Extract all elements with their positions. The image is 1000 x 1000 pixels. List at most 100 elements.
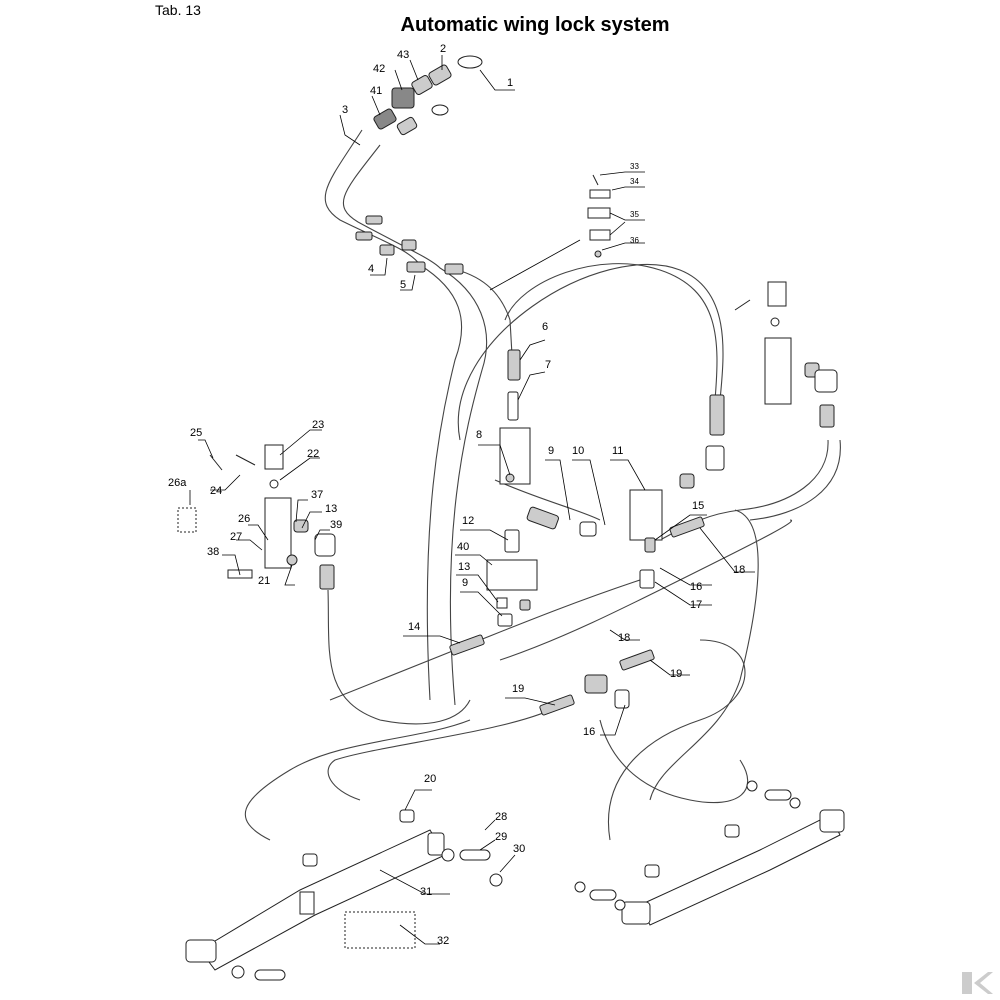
plug-21 [286,554,298,566]
callout-1: 1 [507,77,513,89]
callout-3: 3 [342,104,348,116]
fitting-12 [504,529,520,553]
fitting-5b [444,263,464,275]
fitting-16b [614,689,630,709]
callout-37: 37 [311,489,323,501]
hose-loop-top-2 [457,264,724,441]
hose-end-a [355,231,373,241]
callout-18a: 18 [733,564,745,576]
fitting-b [396,116,418,136]
leader-lines [189,55,755,945]
bracket-35a [587,207,611,219]
callout-24: 24 [210,485,222,497]
elbow-39 [314,533,336,557]
elbow-20 [399,809,415,823]
callout-11: 11 [612,445,623,457]
clevis-right-top [819,809,845,833]
callout-33: 33 [630,162,639,171]
cylinder-26 [264,497,292,569]
hose-end-left [319,564,335,590]
cylinder-body-right [764,337,792,405]
hose-right-cyl-2 [749,439,841,521]
tab-label: Tab. 13 [155,2,201,18]
fitting-11b [679,473,695,489]
clevis-right [767,281,787,307]
pin-bottom-left [254,969,286,981]
left-lock-cylinder [177,444,336,590]
pin-right-top [764,789,792,801]
elbow-right-b [814,369,838,393]
cylinder-31-end [427,832,445,856]
plate-34 [589,189,611,199]
main-cylinder-right [574,780,845,926]
callout-43: 43 [397,49,409,61]
decal-32 [344,911,416,949]
valve-7 [507,391,519,421]
nut-8 [505,473,515,483]
callout-20: 20 [424,773,436,785]
callout-2: 2 [440,43,446,55]
hose-end-18 [669,516,705,538]
pin-24 [235,454,256,466]
main-cylinder-left [185,809,503,981]
callout-4: 4 [368,263,374,275]
cylinder-31 [199,829,446,971]
dust-cap-2 [431,104,449,116]
callout-19b: 19 [670,668,682,680]
callout-29: 29 [495,831,507,843]
hose-end-right [709,394,725,436]
callout-9a: 9 [548,445,554,457]
washer-right-top [746,780,758,792]
valve-6 [507,349,521,381]
washer-29a [441,848,455,862]
hose-main-left-2 [342,144,488,706]
callout-31: 31 [420,886,432,898]
callout-16a: 16 [690,581,702,593]
washer-right [770,317,780,327]
fitting-4 [379,244,395,256]
hose-lower-left [244,719,471,841]
decal-26a [177,507,197,533]
callout-12: 12 [462,515,474,527]
hose-lower-right-2 [608,639,746,841]
washer-right-top-2 [789,797,801,809]
hose-lower-right [599,719,749,804]
callout-30: 30 [513,843,525,855]
fitting-13 [496,597,508,609]
washer-right-bottom [574,881,586,893]
callout-41: 41 [370,85,382,97]
bracket-35b [589,229,611,241]
callout-8: 8 [476,429,482,441]
hose-end-14 [449,634,485,656]
elbow-right-main [724,824,740,838]
callout-39: 39 [330,519,342,531]
callout-34: 34 [630,177,639,186]
quick-coupler-2 [428,64,452,86]
callout-9b: 9 [462,577,468,589]
hose-end-right-b [819,404,835,428]
fitting-41 [373,108,397,130]
clevis-23 [264,444,284,470]
cylinder-right-main [639,814,841,926]
callout-35: 35 [630,210,639,219]
valve-block-42 [391,87,415,109]
hose-lines [244,129,841,841]
callout-25: 25 [190,427,202,439]
elbow-right [705,445,725,471]
callout-26a: 26a [168,477,187,489]
dust-cap-1 [457,55,483,69]
callout-5: 5 [400,279,406,291]
pin-right [734,299,751,311]
callout-32: 32 [437,935,449,947]
clevis-right-main [621,901,651,925]
callout-26: 26 [238,513,250,525]
fitting-4b [401,239,417,251]
hose-lower-left-2 [327,704,561,801]
pin-25 [209,454,223,471]
tee-17 [639,569,655,589]
hose-left-cyl [327,589,471,725]
right-lock-cylinder [734,281,838,428]
washer-right-bottom-2 [614,899,626,911]
callout-15: 15 [692,500,704,512]
callout-18b: 18 [618,632,630,644]
